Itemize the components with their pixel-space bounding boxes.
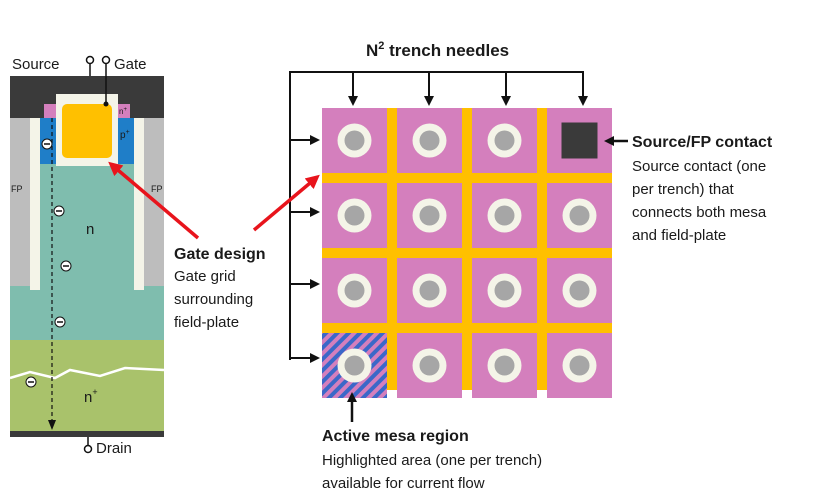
gate-arrow-left [108, 161, 200, 240]
n-plus-right [118, 104, 130, 118]
field-plate-needle [494, 205, 515, 226]
n-region-label: n [86, 221, 94, 238]
field-plate-needle [419, 355, 440, 376]
fp-right-label: FP [151, 184, 163, 194]
oxide-left [30, 118, 40, 290]
trench-grid [322, 108, 612, 398]
substrate-region [10, 338, 164, 433]
n-plus-left [44, 104, 56, 118]
drain-label: Drain [96, 440, 132, 457]
active-mesa-line-2: available for current flow [322, 475, 485, 492]
drain-terminal-icon [83, 444, 93, 454]
gate-design-line-2: surrounding [174, 291, 253, 308]
n-plus-region-label: n+ [84, 387, 98, 406]
gate-design-line-1: Gate grid [174, 268, 236, 285]
source-fp-title: Source/FP contact [632, 134, 773, 151]
source-fp-line-4: and field-plate [632, 227, 726, 244]
field-plate-needle [494, 130, 515, 151]
oxide-right [134, 118, 144, 290]
field-plate-needle [569, 205, 590, 226]
trench-needles-title: N2 trench needles [366, 40, 509, 60]
field-plate-needle [569, 355, 590, 376]
active-mesa-title: Active mesa region [322, 428, 469, 445]
gate-terminal-icon [101, 55, 111, 65]
source-fp-line-2: per trench) that [632, 181, 735, 198]
gate-design-title: Gate design [174, 246, 266, 263]
field-plate-needle [344, 205, 365, 226]
cross-section: Source Gate Drain n n+ p+ n+ FP FP [9, 55, 165, 457]
gate-design-line-3: field-plate [174, 314, 239, 331]
source-fp-line-3: connects both mesa [632, 204, 767, 221]
field-plate-needle [419, 205, 440, 226]
fp-left-label: FP [11, 184, 23, 194]
mesa-cells [322, 108, 612, 398]
source-terminal-icon [85, 55, 95, 65]
active-mesa-line-1: Highlighted area (one per trench) [322, 452, 542, 469]
p-plus-right [118, 118, 134, 164]
field-plate-needle [419, 280, 440, 301]
n-plus-top-label: n+ [119, 107, 127, 116]
source-fp-contact [561, 122, 598, 159]
source-fp-line-1: Source contact (one [632, 158, 766, 175]
gate-electrode [62, 104, 112, 158]
field-plate-needle [569, 280, 590, 301]
zigzag-break [9, 366, 165, 380]
gate-arrow-right [252, 174, 320, 232]
source-label: Source [12, 56, 60, 73]
electrons [25, 138, 72, 388]
current-arrow-icon [48, 420, 56, 430]
field-plate-needle [494, 355, 515, 376]
trench-needles-bracket [289, 71, 588, 363]
field-plate-needle [344, 280, 365, 301]
field-plate-needle [344, 130, 365, 151]
field-plate-needle [494, 280, 515, 301]
field-plate-needle [344, 355, 365, 376]
p-plus-label: p+ [120, 129, 130, 141]
drain-metal [10, 431, 164, 437]
field-plate-needle [419, 130, 440, 151]
gate-label: Gate [114, 56, 147, 73]
